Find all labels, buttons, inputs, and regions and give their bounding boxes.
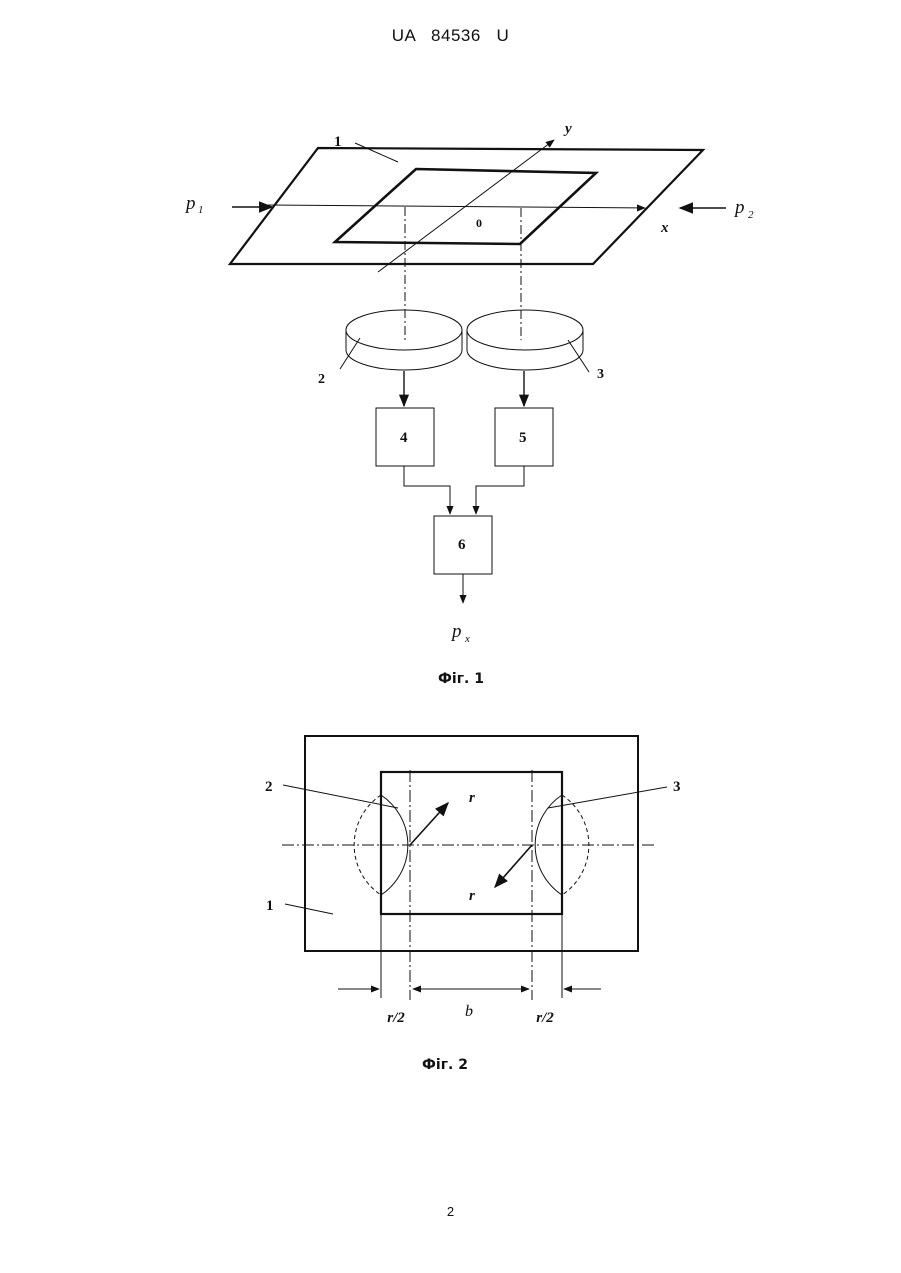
px-label-main: p — [450, 621, 462, 642]
fig2-outer-plate — [305, 736, 638, 951]
fig1-plate-label: 1 — [334, 134, 342, 150]
dim-right-label: r/2 — [536, 1010, 554, 1026]
p1-label-main: p — [184, 193, 196, 214]
figure-1 — [230, 140, 726, 603]
fig2-radius-arrow-top — [410, 803, 448, 845]
block-4-label: 4 — [400, 430, 408, 446]
block-5-label: 5 — [519, 430, 527, 446]
fig2-leader-1 — [285, 904, 333, 914]
fig1-sensor-left-label: 2 — [318, 372, 325, 387]
p1-label-sub: 1 — [198, 204, 204, 216]
figure-2-caption: Фіг. 2 — [422, 1057, 468, 1073]
connector-4-to-6 — [404, 466, 450, 514]
sensor-disc-2 — [340, 310, 462, 370]
dim-center-label: b — [465, 1003, 473, 1020]
sensor-disc-3 — [467, 310, 589, 372]
x-axis-label: x — [660, 220, 669, 236]
p2-label-main: p — [733, 197, 745, 218]
p2-label: p 2 — [733, 197, 754, 221]
x-axis-line — [268, 205, 645, 208]
px-label: p x — [450, 621, 470, 645]
figure-1-caption: Фіг. 1 — [438, 671, 484, 687]
plate-leader-line — [355, 143, 398, 162]
fig2-radius-arrow-bottom — [495, 845, 532, 887]
fig2-radius-top-label: r — [469, 790, 475, 806]
fig2-leader-3 — [548, 787, 667, 808]
fig1-sensor-right-label: 3 — [597, 367, 604, 382]
px-label-sub: x — [464, 633, 470, 645]
y-axis-label: y — [563, 121, 572, 137]
origin-label: 0 — [476, 216, 482, 230]
block-6-label: 6 — [458, 537, 466, 553]
dim-left-label: r/2 — [387, 1010, 405, 1026]
p2-label-sub: 2 — [748, 209, 754, 221]
fig2-sensor-left-label: 2 — [265, 779, 273, 795]
page-number: 2 — [0, 1204, 901, 1219]
fig2-radius-bottom-label: r — [469, 888, 475, 904]
figure-2 — [282, 736, 667, 1000]
fig2-plate-label: 1 — [266, 898, 274, 914]
fig2-sensor-right-label: 3 — [673, 779, 681, 795]
connector-5-to-6 — [476, 466, 524, 514]
p1-label: p 1 — [184, 193, 204, 216]
